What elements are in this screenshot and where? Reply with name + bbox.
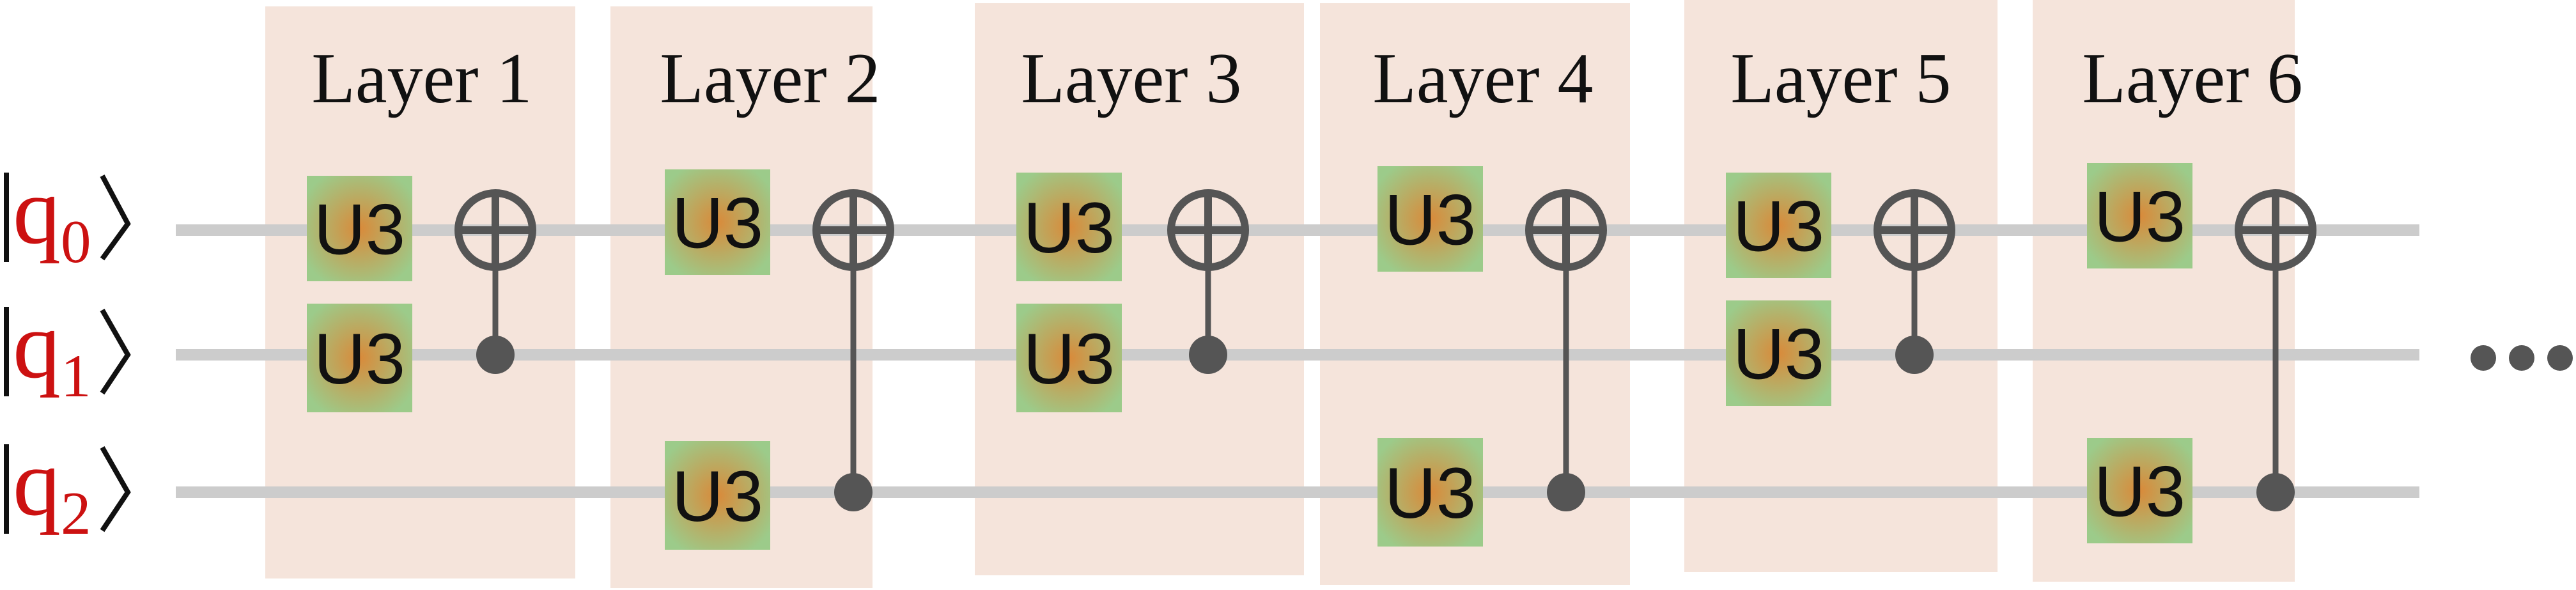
- ellipsis-icon: [2471, 345, 2573, 371]
- cnot-control-dot: [834, 473, 873, 511]
- u3-gate: U3: [2087, 163, 2192, 268]
- u3-gate: U3: [1016, 173, 1122, 281]
- u3-gate: U3: [1726, 300, 1831, 406]
- cnot-control-dot: [1189, 336, 1227, 374]
- u3-gate: U3: [1016, 304, 1122, 412]
- qubit-label-q1: q 1: [4, 292, 131, 410]
- cnot-gate: [1167, 189, 1249, 374]
- u3-gate-box: [2087, 163, 2192, 268]
- u3-gate: U3: [1377, 438, 1483, 547]
- u3-gate-box: [307, 304, 412, 412]
- u3-gate: U3: [665, 169, 770, 275]
- u3-gate-box: [665, 441, 770, 550]
- u3-gate-box: [307, 176, 412, 281]
- cnot-gate: [2235, 189, 2316, 511]
- qubit-label-q2: q 2: [4, 430, 131, 547]
- layer-panel-5: [1684, 0, 1998, 572]
- u3-gate-box: [1726, 300, 1831, 406]
- u3-gate-box: [1377, 438, 1483, 547]
- qubit-wires: [176, 224, 2419, 498]
- qubit-subscript: 0: [61, 208, 91, 276]
- layer-backgrounds: [265, 0, 2295, 588]
- u3-gate: U3: [307, 304, 412, 412]
- cnot-control-dot: [1547, 473, 1585, 511]
- cnot-gate: [454, 189, 536, 374]
- layer-label: Layer 5: [1730, 39, 1951, 118]
- u3-gate: U3: [665, 441, 770, 550]
- u3-gate-box: [1377, 166, 1483, 272]
- u3-gate: U3: [1377, 166, 1483, 272]
- cnot-gate: [1525, 189, 1607, 511]
- u3-gate-label: U3: [1385, 180, 1476, 260]
- qubit-letter: q: [13, 158, 61, 264]
- u3-gate-box: [665, 169, 770, 275]
- u3-gate-label: U3: [314, 190, 405, 270]
- u3-gate: U3: [307, 176, 412, 281]
- qubit-letter: q: [13, 292, 61, 398]
- u3-gate-label: U3: [2094, 452, 2185, 532]
- u3-gate-label: U3: [2094, 177, 2185, 257]
- qubit-letter: q: [13, 430, 61, 536]
- cnot-control-dot: [2256, 473, 2295, 511]
- u3-gate-label: U3: [1733, 314, 1824, 394]
- u3-gate-label: U3: [314, 319, 405, 399]
- cnot-control-dot: [476, 336, 515, 374]
- qubit-subscript: 1: [61, 342, 91, 410]
- layer-labels: Layer 1 Layer 2 Layer 3 Layer 4 Layer 5 Layer…: [311, 39, 2302, 118]
- cnot-gate: [812, 189, 894, 511]
- layer-label: Layer 4: [1372, 39, 1593, 118]
- u3-gate-label: U3: [1023, 319, 1115, 399]
- cnot-gate: [1874, 189, 1955, 374]
- u3-gate-box: [1016, 304, 1122, 412]
- u3-gate-label: U3: [1023, 188, 1115, 268]
- layer-label: Layer 2: [660, 39, 880, 118]
- cnot-control-dot: [1895, 336, 1934, 374]
- layer-panel-1: [265, 6, 575, 578]
- qubit-subscript: 2: [61, 479, 91, 547]
- u3-gate: U3: [2087, 438, 2192, 543]
- qubit-labels: q 0 q 1 q 2: [4, 158, 131, 547]
- u3-gate-box: [1016, 173, 1122, 281]
- qubit-label-q0: q 0: [4, 158, 131, 276]
- u3-gate-box: [2087, 438, 2192, 543]
- u3-gate-label: U3: [672, 183, 763, 263]
- u3-gate-label: U3: [672, 456, 763, 536]
- layer-panel-3: [975, 3, 1304, 575]
- u3-gate-label: U3: [1385, 453, 1476, 533]
- u3-gate-label: U3: [1733, 187, 1824, 267]
- layer-label: Layer 6: [2082, 39, 2302, 118]
- u3-gate-box: [1726, 173, 1831, 278]
- layer-label: Layer 1: [311, 39, 532, 118]
- layer-label: Layer 3: [1021, 39, 1241, 118]
- u3-gate: U3: [1726, 173, 1831, 278]
